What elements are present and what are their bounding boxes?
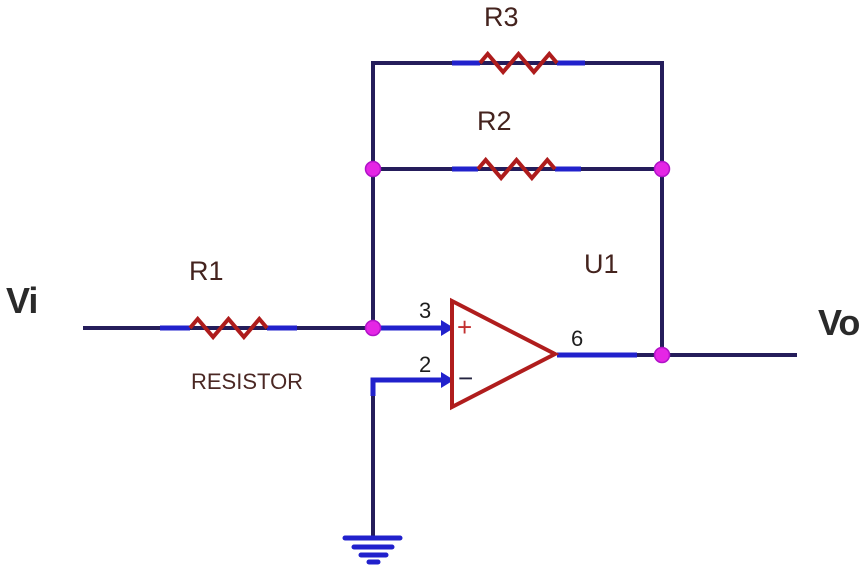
opamp-u1-triangle: [450, 297, 560, 411]
junction-dots: [364, 160, 671, 364]
junction-dot-input: [364, 319, 382, 337]
ground-icon: [342, 535, 403, 565]
ref-label-u1: U1: [584, 249, 619, 279]
pin-label-6: 6: [571, 326, 584, 351]
net-label-vo: Vo: [818, 302, 860, 343]
pin3-arrow-icon: [441, 320, 454, 336]
pin-label-2: 2: [419, 352, 432, 377]
r3-zigzag: [478, 50, 559, 76]
net-label-vi: Vi: [6, 280, 38, 321]
junction-dot-r2-right: [653, 160, 671, 178]
junction-dot-output: [653, 346, 671, 364]
r1-zigzag: [188, 315, 269, 341]
junction-dot-r2-left: [364, 160, 382, 178]
opamp-minus-mark: −: [458, 363, 474, 393]
resistor-r2: [452, 156, 581, 182]
ref-label-r2: R2: [477, 106, 512, 136]
resistor-r1: [160, 315, 297, 341]
ref-label-r1: R1: [189, 256, 224, 286]
pin2-wire: [370, 377, 442, 396]
pin2-arrow-icon: [441, 372, 454, 388]
ref-label-r3: R3: [484, 2, 519, 32]
opamp-terminals: [370, 320, 637, 396]
r2-zigzag: [476, 156, 557, 182]
pin-label-3: 3: [419, 298, 432, 323]
resistor-r3: [452, 50, 585, 76]
wire-net: [83, 61, 797, 538]
opamp-plus-mark: +: [457, 312, 473, 342]
caption-resistor: RESISTOR: [191, 369, 304, 394]
